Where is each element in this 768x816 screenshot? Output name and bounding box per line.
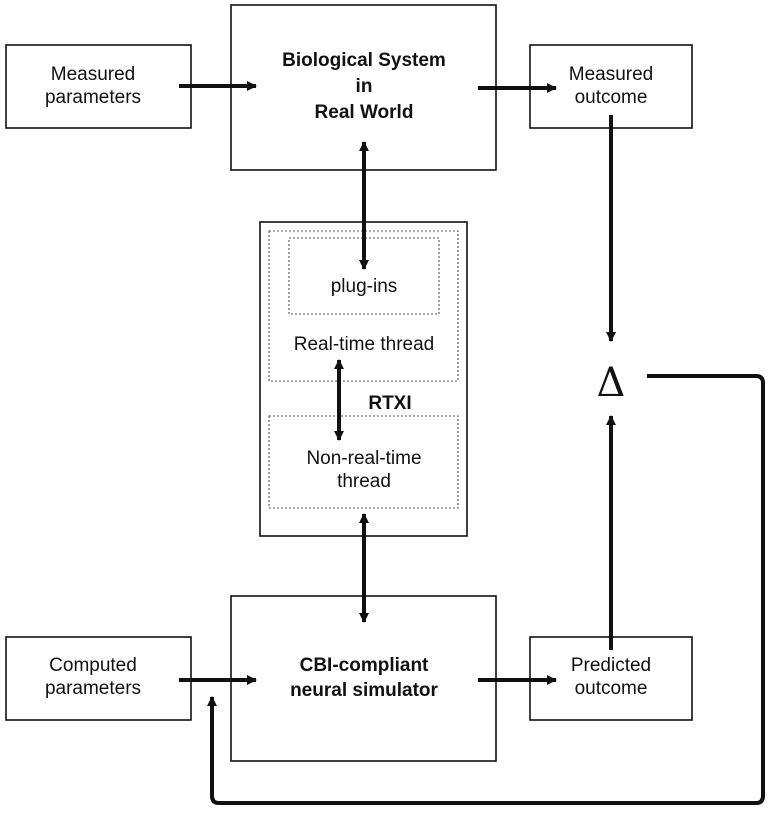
computed-parameters-line1: Computed bbox=[49, 655, 137, 676]
plugins-region bbox=[288, 237, 440, 315]
neural-simulator-line2: neural simulator bbox=[290, 680, 438, 701]
feedback-loop-delta-to-simulator bbox=[207, 374, 765, 805]
measured-parameters-box: Measured parameters bbox=[5, 44, 192, 129]
nonrealtime-thread-region bbox=[268, 415, 459, 509]
predicted-outcome-box: Predicted outcome bbox=[529, 636, 693, 721]
neural-simulator-box: CBI-compliant neural simulator bbox=[230, 595, 497, 762]
measured-parameters-line2: parameters bbox=[45, 87, 141, 108]
nonrealtime-thread-line1: Non-real-time bbox=[306, 448, 421, 469]
realtime-thread-region bbox=[268, 230, 459, 382]
measured-outcome-box: Measured outcome bbox=[529, 44, 693, 129]
realtime-thread-label: Real-time thread bbox=[294, 334, 434, 355]
biological-system-line3: Real World bbox=[315, 102, 414, 123]
plugins-label: plug-ins bbox=[331, 276, 398, 297]
measured-parameters-line1: Measured bbox=[51, 64, 136, 85]
computed-parameters-box: Computed parameters bbox=[5, 636, 192, 721]
rtxi-label: RTXI bbox=[368, 393, 411, 414]
biological-system-line1: Biological System bbox=[282, 50, 446, 71]
neural-simulator-line1: CBI-compliant bbox=[300, 655, 429, 676]
predicted-outcome-line2: outcome bbox=[575, 678, 648, 699]
measured-outcome-line1: Measured bbox=[569, 64, 654, 85]
computed-parameters-line2: parameters bbox=[45, 678, 141, 699]
predicted-outcome-line1: Predicted bbox=[571, 655, 651, 676]
measured-outcome-line2: outcome bbox=[575, 87, 648, 108]
biological-system-line2: in bbox=[356, 76, 373, 97]
rtxi-box: plug-ins Real-time thread RTXI Non-real-… bbox=[259, 221, 468, 537]
nonrealtime-thread-line2: thread bbox=[337, 471, 391, 492]
delta-comparator-symbol: Δ bbox=[597, 360, 626, 406]
